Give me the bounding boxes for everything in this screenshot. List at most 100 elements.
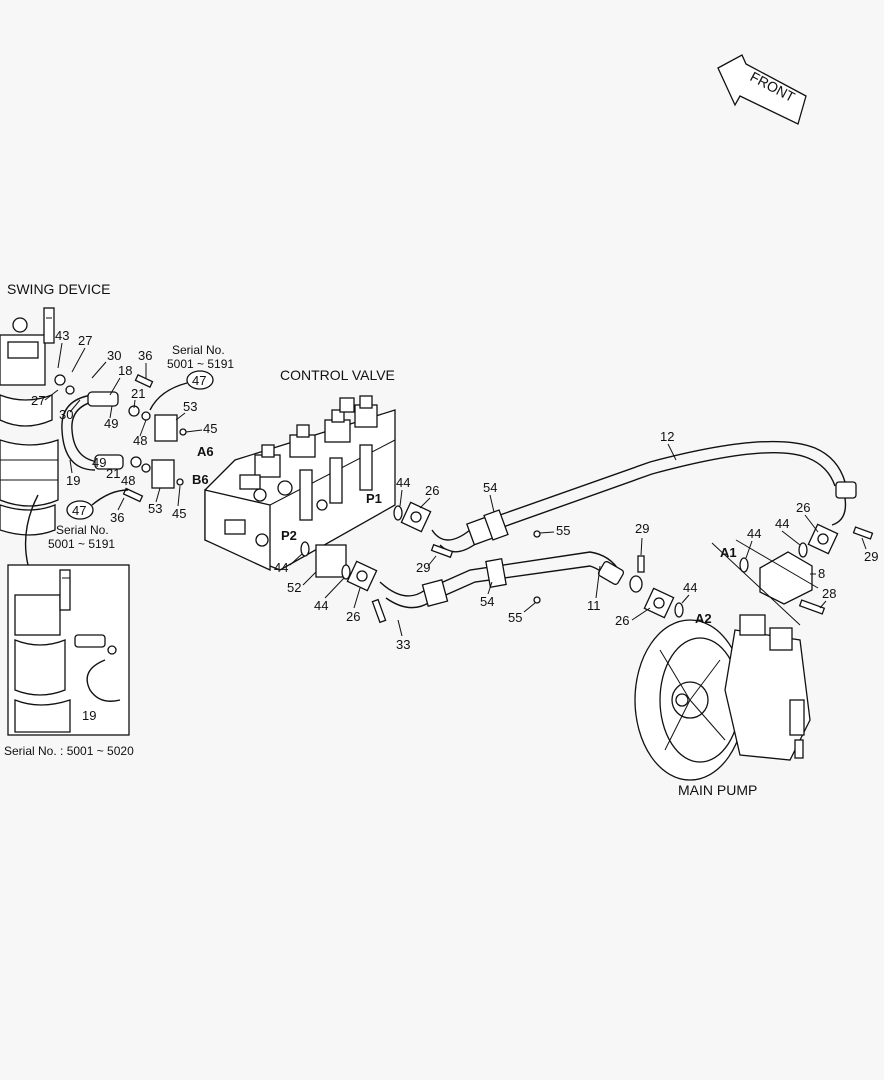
- svg-text:26: 26: [425, 483, 439, 498]
- svg-text:44: 44: [683, 580, 697, 595]
- bolt-33: [371, 598, 387, 624]
- oring-45-upper: [179, 428, 187, 436]
- svg-text:28: 28: [822, 586, 836, 601]
- swing-fittings: [87, 374, 154, 503]
- svg-text:45: 45: [203, 421, 217, 436]
- svg-text:36: 36: [138, 348, 152, 363]
- clamp-54-lower: [485, 558, 507, 588]
- svg-text:44: 44: [314, 598, 328, 613]
- svg-text:30: 30: [107, 348, 121, 363]
- circled-47-upper: 47: [149, 370, 214, 411]
- oring-44-lower: [341, 564, 351, 580]
- svg-text:49: 49: [104, 416, 118, 431]
- hose-12: [431, 440, 857, 553]
- flange-26-p2: [346, 560, 378, 592]
- svg-text:44: 44: [775, 516, 789, 531]
- svg-text:8: 8: [818, 566, 825, 581]
- svg-text:53: 53: [183, 399, 197, 414]
- block-52: [315, 544, 347, 578]
- swing-callouts: 43 27 30 36 18 27 30 21 49 48 49 21 48 1…: [31, 328, 217, 525]
- port-p2: P2: [281, 528, 297, 543]
- oring-44-a1: [798, 542, 808, 558]
- callout-19-inset: 19: [82, 708, 96, 723]
- svg-text:44: 44: [396, 475, 410, 490]
- oring-44-a2: [674, 602, 684, 618]
- bolt-28: [798, 599, 826, 615]
- control-valve-drawing: [204, 395, 396, 572]
- hose-11: [379, 551, 643, 609]
- port-a2: A2: [695, 611, 712, 626]
- port-a6: A6: [197, 444, 214, 459]
- flange-26-a2: [643, 587, 675, 619]
- svg-text:21: 21: [106, 466, 120, 481]
- svg-text:47: 47: [72, 503, 86, 518]
- svg-text:47: 47: [192, 373, 206, 388]
- a1-guide-line: [711, 542, 801, 626]
- svg-text:55: 55: [556, 523, 570, 538]
- svg-text:26: 26: [615, 613, 629, 628]
- svg-text:54: 54: [480, 594, 494, 609]
- svg-text:49: 49: [92, 455, 106, 470]
- serial-label-top: Serial No.: [172, 343, 225, 357]
- port-b6: B6: [192, 472, 209, 487]
- port-a1: A1: [720, 545, 737, 560]
- serial-label-left: Serial No.: [56, 523, 109, 537]
- svg-text:33: 33: [396, 637, 410, 652]
- flange-26-p1: [400, 501, 432, 533]
- svg-text:11: 11: [587, 598, 601, 613]
- control-valve-title: CONTROL VALVE: [280, 367, 395, 383]
- bolt-29-right: [852, 526, 874, 540]
- main-pump-drawing: [634, 614, 811, 781]
- serial-range-top: 5001 ~ 5191: [167, 357, 234, 371]
- svg-text:48: 48: [121, 473, 135, 488]
- svg-text:19: 19: [66, 473, 80, 488]
- svg-text:26: 26: [796, 500, 810, 515]
- svg-text:26: 26: [346, 609, 360, 624]
- svg-text:44: 44: [274, 560, 288, 575]
- circled-47-lower: 47: [66, 489, 129, 520]
- svg-text:52: 52: [287, 580, 301, 595]
- svg-text:27: 27: [31, 393, 45, 408]
- oring-44-p1: [393, 505, 403, 521]
- inset-detail: [7, 564, 130, 736]
- main-pump-title: MAIN PUMP: [678, 782, 757, 798]
- swing-leader-line: [24, 494, 39, 566]
- block-53-lower: [151, 459, 175, 489]
- bolt-29-pump: [637, 555, 645, 573]
- bolt-55-upper: [533, 530, 541, 538]
- swing-device-title: SWING DEVICE: [7, 281, 110, 297]
- swing-device-drawing: [0, 307, 75, 536]
- svg-text:30: 30: [59, 407, 73, 422]
- svg-text:29: 29: [635, 521, 649, 536]
- svg-text:55: 55: [508, 610, 522, 625]
- svg-text:36: 36: [110, 510, 124, 525]
- oring-45-lower: [176, 478, 184, 486]
- flange-26-a1: [807, 523, 839, 555]
- block-8: [759, 551, 813, 605]
- block-53-upper: [154, 414, 178, 442]
- svg-text:18: 18: [118, 363, 132, 378]
- svg-text:44: 44: [747, 526, 761, 541]
- svg-text:29: 29: [416, 560, 430, 575]
- hose-19: [61, 394, 96, 471]
- svg-text:45: 45: [172, 506, 186, 521]
- svg-text:48: 48: [133, 433, 147, 448]
- bolt-55-lower: [533, 596, 541, 604]
- bolt-29-cv: [430, 543, 454, 559]
- svg-text:53: 53: [148, 501, 162, 516]
- svg-text:12: 12: [660, 429, 674, 444]
- svg-text:54: 54: [483, 480, 497, 495]
- svg-text:21: 21: [131, 386, 145, 401]
- svg-text:29: 29: [864, 549, 878, 564]
- svg-text:43: 43: [55, 328, 69, 343]
- clamp-54-upper: [483, 509, 509, 541]
- inset-serial-note: Serial No. : 5001 ~ 5020: [4, 744, 134, 758]
- serial-range-left: 5001 ~ 5191: [48, 537, 115, 551]
- oring-44-block: [739, 557, 749, 573]
- right-callouts: 12 44 26 54 55 29 44 52 44 26 33 54 55 1…: [274, 429, 878, 652]
- port-p1: P1: [366, 491, 382, 506]
- front-arrow: FRONT: [717, 54, 807, 125]
- oring-44-p2: [300, 541, 310, 557]
- svg-text:27: 27: [78, 333, 92, 348]
